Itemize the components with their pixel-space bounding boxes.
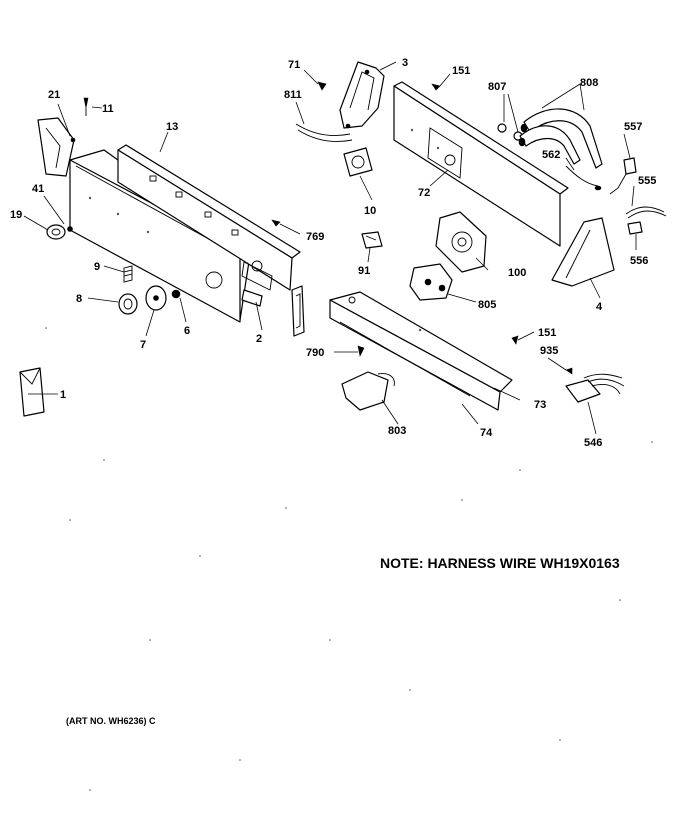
part-72-rear-panel (393, 81, 569, 247)
callout-6: 6 (184, 325, 190, 337)
part-546-harness (565, 373, 625, 403)
part-555-cord (625, 206, 667, 219)
leader-lines (23, 61, 637, 435)
scan-specks (45, 327, 653, 791)
callout-8: 8 (76, 293, 82, 305)
callout-805: 805 (478, 299, 496, 311)
part-805-valve (409, 263, 453, 301)
part-3-bracket (339, 61, 385, 129)
part-19-knob (46, 224, 66, 240)
callout-19: 19 (10, 209, 22, 221)
callout-807: 807 (488, 81, 506, 93)
callout-3: 3 (402, 57, 408, 69)
part-end-cap-right (291, 285, 305, 337)
callout-808: 808 (580, 77, 598, 89)
callout-557: 557 (624, 121, 642, 133)
part-6-insert (171, 289, 181, 299)
callout-803: 803 (388, 425, 406, 437)
callout-91: 91 (358, 265, 370, 277)
part-74-trim (339, 321, 471, 397)
callout-10: 10 (364, 205, 376, 217)
part-41-clip (67, 226, 73, 232)
callout-562: 562 (542, 149, 560, 161)
part-8-knob (118, 293, 138, 315)
callout-769: 769 (306, 231, 324, 243)
part-71-screw (317, 81, 327, 91)
part-151-screw-top (431, 83, 441, 91)
callout-11: 11 (102, 103, 114, 115)
part-13-control-panel (69, 149, 251, 323)
part-73-lower-cover (329, 291, 513, 411)
part-11-screw (83, 97, 89, 116)
callout-546: 546 (584, 437, 602, 449)
callout-935: 935 (540, 345, 558, 357)
callout-21: 21 (48, 89, 60, 101)
callout-73: 73 (534, 399, 546, 411)
part-562-wire (565, 165, 602, 191)
callout-72: 72 (418, 187, 430, 199)
part-808-hoses (518, 108, 603, 169)
callout-74: 74 (480, 427, 493, 439)
callout-811: 811 (284, 89, 302, 101)
callout-790: 790 (306, 347, 324, 359)
callout-2: 2 (256, 333, 262, 345)
part-100-timer (435, 211, 487, 273)
part-10-pressure-switch (343, 147, 373, 177)
part-803-inlet (341, 371, 395, 411)
callout-9: 9 (94, 261, 100, 273)
part-557-plug (609, 157, 637, 195)
part-790-screw (357, 345, 365, 357)
callout-151-top: 151 (452, 65, 470, 77)
part-7-dial-skirt (145, 285, 167, 311)
part-9-spring (123, 265, 133, 283)
callout-7: 7 (140, 339, 146, 351)
callout-13: 13 (166, 121, 178, 133)
part-807-grommets (497, 123, 523, 141)
part-91-relay (361, 231, 383, 249)
part-21-end-cap (37, 117, 76, 177)
part-4-support (551, 217, 615, 287)
part-556-terminal (627, 221, 643, 235)
part-811-hose (295, 123, 353, 142)
callout-labels: 1 2 3 4 6 7 8 9 10 11 13 19 21 41 71 72 … (10, 57, 656, 449)
part-935-clip (565, 367, 573, 375)
art-number: (ART NO. WH6236) C (66, 716, 156, 726)
callout-4: 4 (596, 301, 603, 313)
part-1-literature (19, 367, 45, 417)
callout-556: 556 (630, 255, 648, 267)
callout-71: 71 (288, 59, 300, 71)
callout-1: 1 (60, 389, 66, 401)
part-769-screw (271, 219, 281, 227)
callout-100: 100 (508, 267, 526, 279)
harness-wire-note: NOTE: HARNESS WIRE WH19X0163 (380, 555, 620, 571)
part-151-screw-lower (511, 335, 519, 345)
part-2-bracket (241, 289, 263, 307)
callout-555: 555 (638, 175, 656, 187)
callout-41: 41 (32, 183, 44, 195)
callout-151-lower: 151 (538, 327, 556, 339)
part-13-panel-frame (117, 144, 301, 291)
